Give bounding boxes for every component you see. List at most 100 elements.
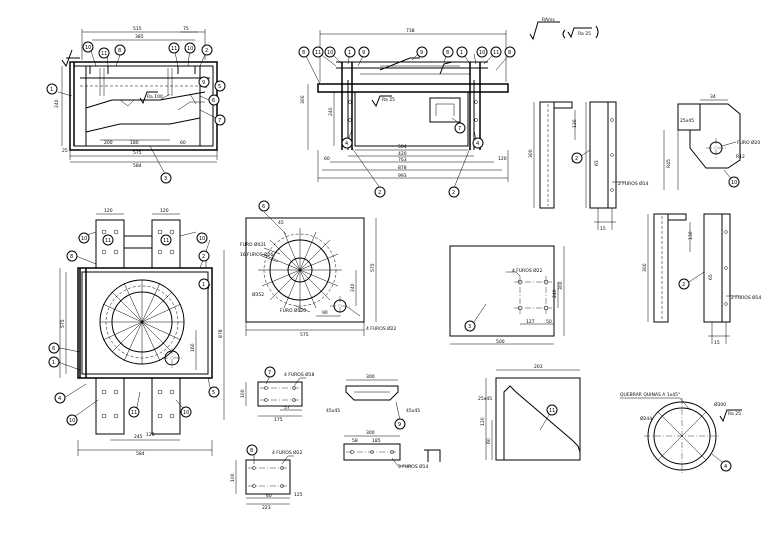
dim-504: 504 <box>398 144 407 150</box>
dim-130-b: 130 <box>688 231 694 240</box>
balloon-4-a: 4 <box>345 141 348 147</box>
roughness-ra25: Ra 25 <box>382 97 395 103</box>
note-ra25-ring: Ra 25 <box>728 411 741 417</box>
balloon-9-c: 9 <box>420 50 423 56</box>
dim-45x45-b: 45x45 <box>406 408 420 414</box>
balloon-4-b: 4 <box>476 141 479 147</box>
view-plate-7: 175 57 100 4 FUROS Ø18 7 <box>240 366 315 423</box>
dim-878: 878 <box>398 165 407 171</box>
dim-185: 185 <box>372 438 381 444</box>
note-furo-120: FURO Ø120 <box>280 307 306 314</box>
dim-25x45-rib: 25x45 <box>478 396 492 402</box>
balloon-7-a: 7 <box>218 118 221 124</box>
note-300: Ø300 <box>714 401 726 408</box>
balloon-11-f: 11 <box>163 238 169 244</box>
view-flange: 575 575 240 90 Ø352 45 FURO Ø431 16 FURO… <box>240 200 397 338</box>
dim-300: 300 <box>300 95 306 104</box>
dim-130-a: 130 <box>572 119 578 128</box>
dim-584-b: 584 <box>136 451 145 457</box>
balloon-3-b: 3 <box>468 324 471 330</box>
dim-75: 75 <box>183 26 189 32</box>
balloon-1-d: 1 <box>202 282 205 288</box>
balloon-9-b: 9 <box>362 50 365 56</box>
dim-120-rib: 120 <box>480 417 486 426</box>
view-side-b: 300 130 65 15 2 FUROS Ø14 2 <box>642 213 762 346</box>
balloon-2-b: 2 <box>378 190 381 196</box>
balloon-8-c: 8 <box>446 50 449 56</box>
note-2-furos-b: 2 FUROS Ø14 <box>731 294 762 301</box>
balloon-6-b: 6 <box>52 346 55 352</box>
dim-65-b: 65 <box>708 274 714 280</box>
dim-575: 575 <box>133 150 142 156</box>
view-plate-3: 500 127 50 300 240 4 FUROS Ø22 3 <box>449 245 565 345</box>
dim-127: 127 <box>526 319 535 325</box>
dim-120: 120 <box>498 156 507 162</box>
view-angle-9: 300 45x45 45x45 9 300 58 185 3 FUROS Ø14 <box>326 374 441 470</box>
dim-738: 738 <box>406 28 415 34</box>
dim-515: 515 <box>133 26 142 32</box>
balloon-10-b: 10 <box>187 46 193 52</box>
dim-200: 200 <box>104 140 113 146</box>
balloon-10-g: 10 <box>199 236 205 242</box>
dim-r12: R12 <box>736 154 745 160</box>
dim-300-b: 300 <box>642 263 648 272</box>
balloon-2-c: 2 <box>452 190 455 196</box>
view-detail-10: 34 25x45 R12 R45 FURO Ø20 10 <box>663 94 760 190</box>
balloon-7-b: 7 <box>458 126 461 132</box>
note-2-furos-a: 2 FUROS Ø14 <box>618 180 649 187</box>
dim-240-flange: 240 <box>350 283 356 292</box>
balloon-1-c: 1 <box>460 50 463 56</box>
balloon-1-e: 1 <box>52 360 55 366</box>
dim-763: 763 <box>398 157 407 163</box>
balloon-11-g: 11 <box>131 410 137 416</box>
dim-15-a: 15 <box>600 226 606 232</box>
note-4-furos-22: 4 FUROS Ø22 <box>366 325 397 332</box>
dim-223: 223 <box>262 505 271 511</box>
dim-120-c: 120 <box>146 432 155 438</box>
balloon-8-e: 8 <box>70 254 73 260</box>
dim-50: 50 <box>546 319 552 325</box>
dim-584: 584 <box>133 163 142 169</box>
balloon-11-e: 11 <box>105 238 111 244</box>
balloon-2-d: 2 <box>575 156 578 162</box>
balloon-9-a: 9 <box>202 80 205 86</box>
balloon-8-b: 8 <box>302 50 305 56</box>
dim-500: 500 <box>496 339 505 345</box>
dim-120-a: 120 <box>104 208 113 214</box>
balloon-2-f: 2 <box>682 282 685 288</box>
dim-58: 58 <box>352 438 358 444</box>
balloon-1-a: 1 <box>50 87 53 93</box>
note-16-furos: 16 FUROS Ø26 <box>240 251 273 258</box>
balloon-8-d: 8 <box>508 50 511 56</box>
dim-175: 175 <box>274 417 283 423</box>
balloon-2-a: 2 <box>205 48 208 54</box>
surface-finish-symbol: RA/ns Ra 25 <box>529 17 599 41</box>
dim-240-plate: 240 <box>552 289 558 298</box>
balloon-11-h: 11 <box>549 408 555 414</box>
balloon-6-c: 6 <box>262 204 265 210</box>
dim-300-angle-b: 300 <box>366 430 375 436</box>
finish-value: RA/ns <box>542 17 555 23</box>
dim-245: 245 <box>134 434 143 440</box>
dim-45: 45 <box>278 220 284 226</box>
dim-420: 420 <box>398 151 407 157</box>
balloon-6-a: 6 <box>212 98 215 104</box>
balloon-5-b: 5 <box>212 390 215 396</box>
balloon-4-d: 4 <box>724 464 727 470</box>
balloon-11-a: 11 <box>101 51 107 57</box>
dim-385: 385 <box>135 34 144 40</box>
note-quebrar-quinas: QUEBRAR QUINAS A 1x45° <box>620 392 680 398</box>
view-top-mid: Ra 25 738 300 504 420 763 878 993 60 240… <box>298 28 516 198</box>
finish-inner: Ra 25 <box>578 31 591 37</box>
note-4-furos-plate: 4 FUROS Ø22 <box>512 267 543 274</box>
balloon-5-a: 5 <box>218 84 221 90</box>
dim-60: 60 <box>324 156 330 162</box>
balloon-10-f: 10 <box>81 236 87 242</box>
dim-65-a: 65 <box>594 160 600 166</box>
balloon-8-f: 8 <box>250 448 253 454</box>
dim-878-b: 878 <box>218 329 224 338</box>
dim-575-flange-v: 575 <box>370 263 376 272</box>
balloon-3-a: 3 <box>164 176 167 182</box>
balloon-8-a: 8 <box>118 48 121 54</box>
